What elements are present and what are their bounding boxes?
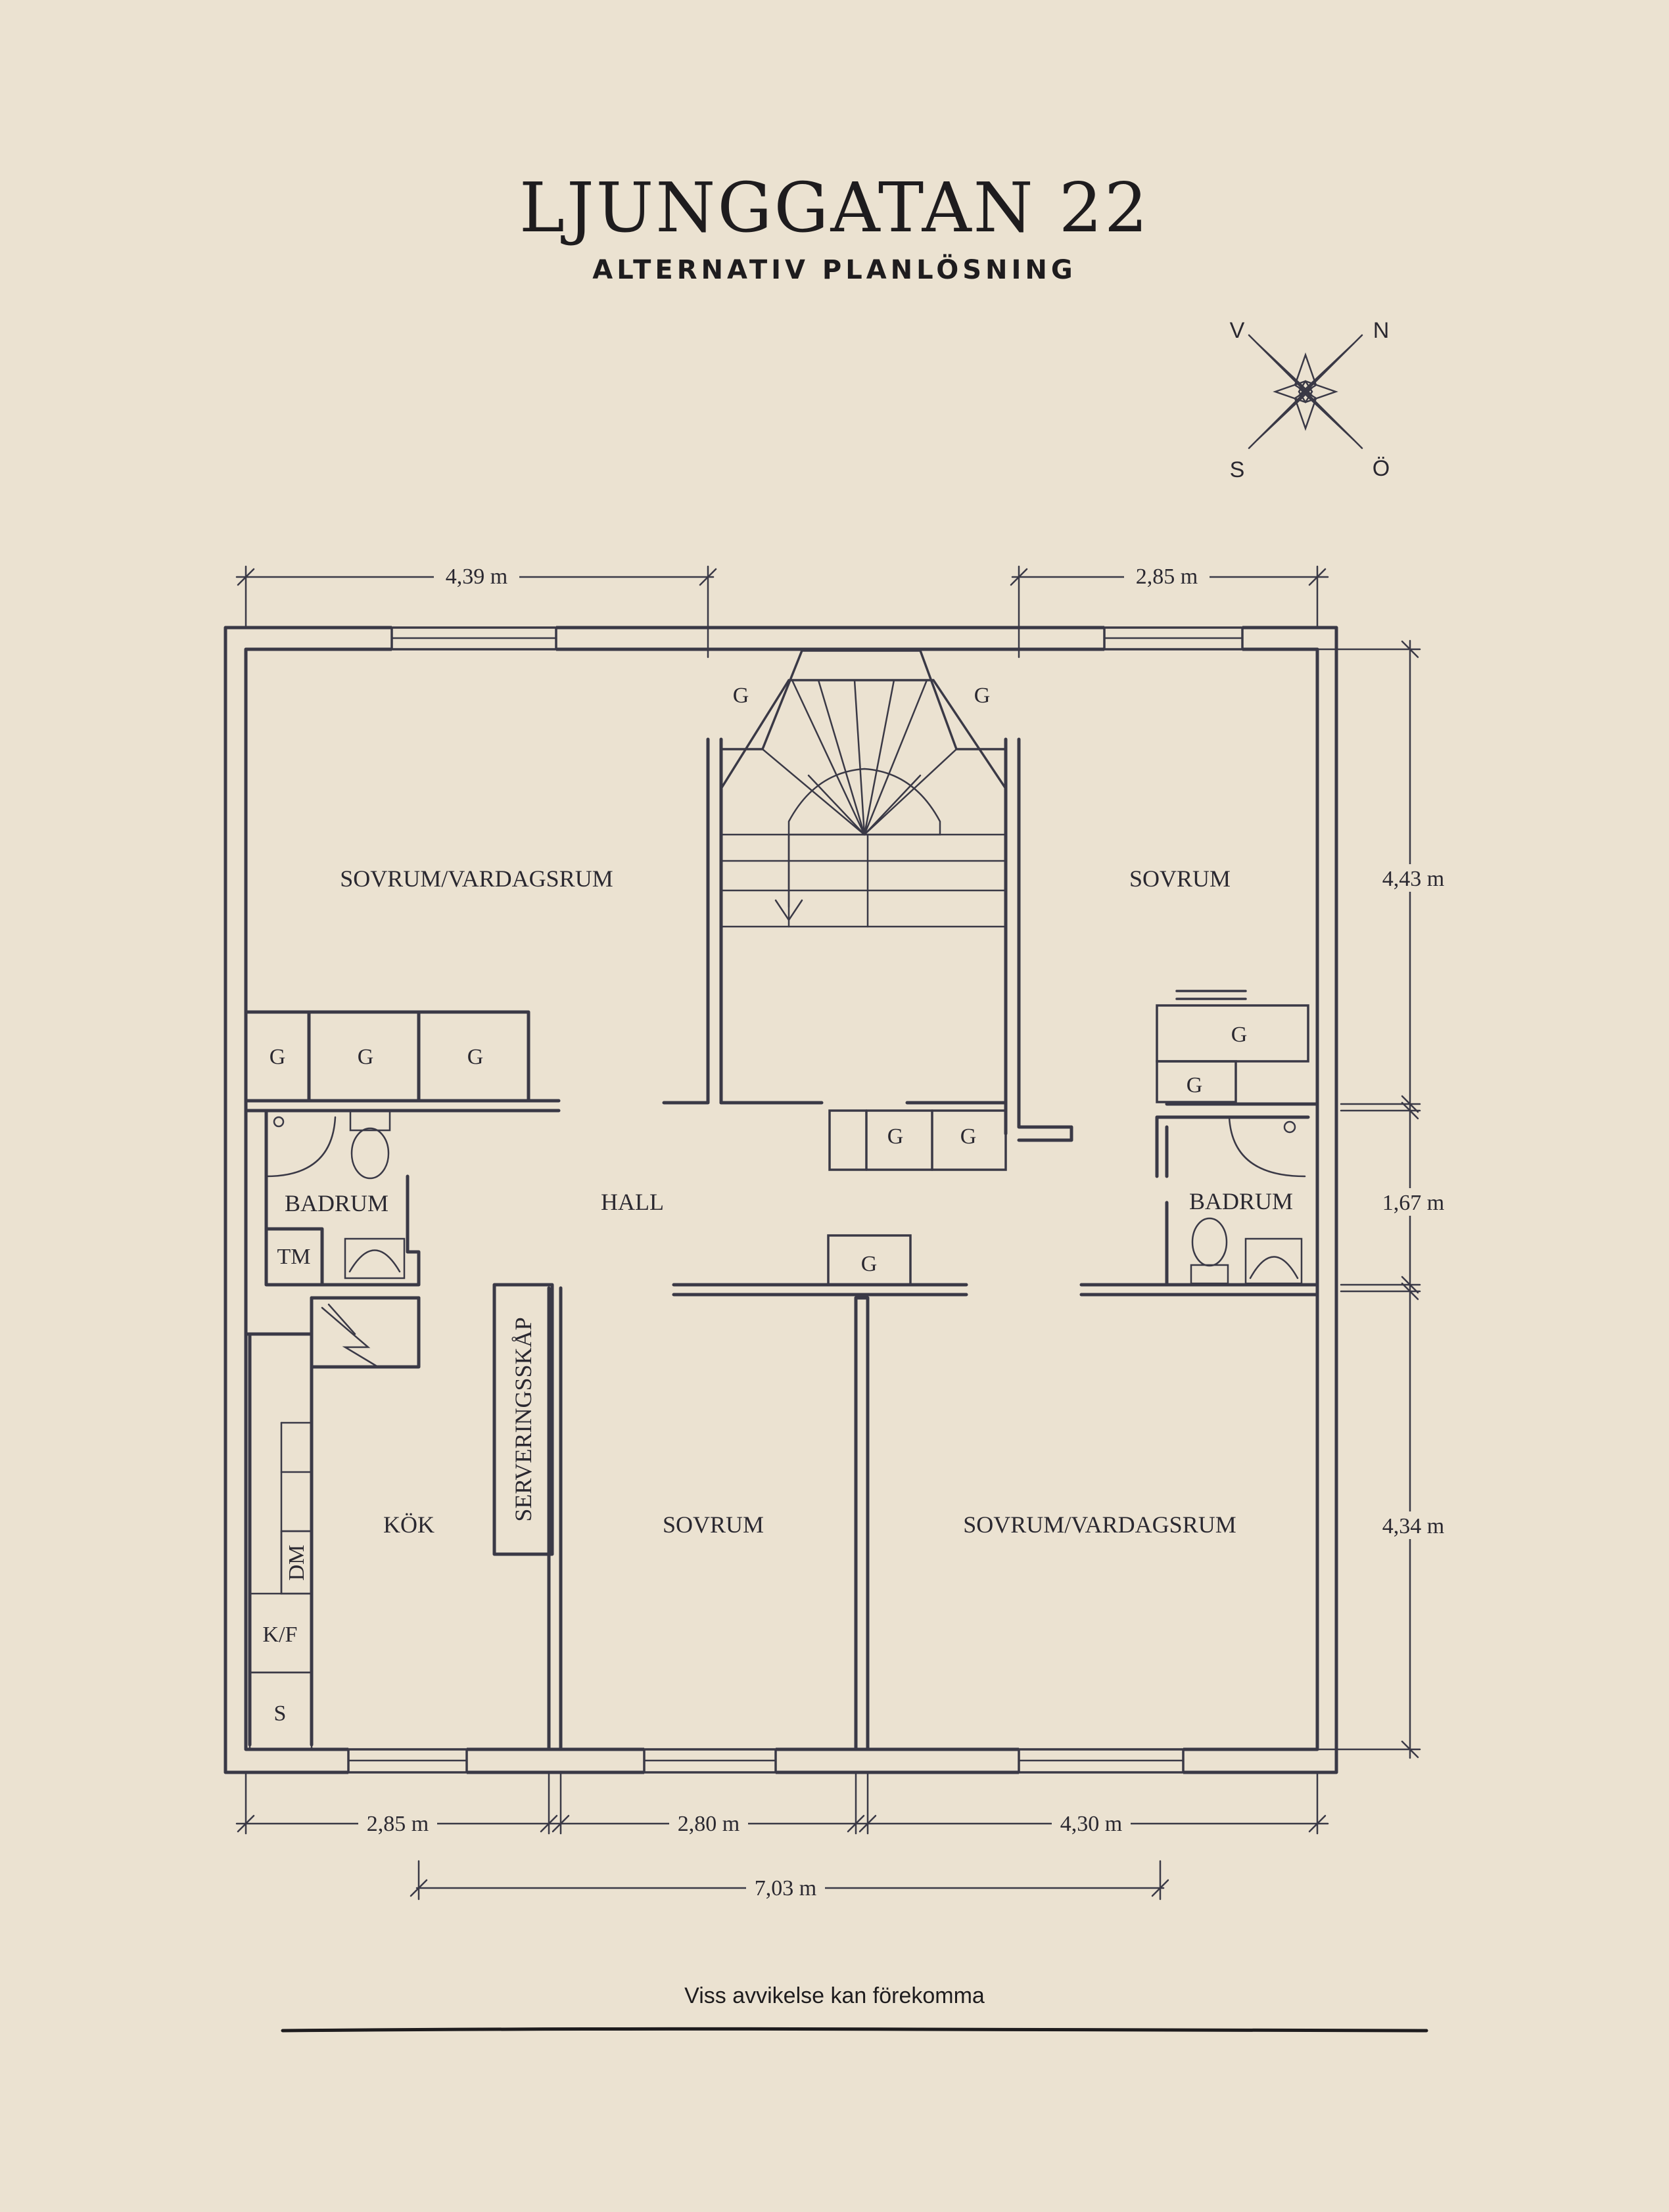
windows [347, 624, 1244, 1774]
dimension-top-right: 2,85 m [1136, 565, 1198, 589]
decorative-brush-line [281, 2027, 1428, 2033]
wardrobe-label-left-3: G [467, 1045, 484, 1069]
fixture-label-kf: K/F [263, 1623, 298, 1647]
plan-subtitle: ALTERNATIV PLANLÖSNING [592, 255, 1077, 285]
label-serveringsskap: SERVERINGSSKÅP [510, 1317, 536, 1521]
wardrobes [827, 990, 1309, 1286]
wardrobe-label-stair-right: G [974, 683, 991, 708]
compass-north-label: N [1373, 318, 1390, 343]
dimension-right-middle: 1,67 m [1382, 1191, 1444, 1215]
serveringsskap-cabinet [492, 1283, 554, 1556]
wardrobe-label-left-2: G [358, 1045, 374, 1069]
compass-west-label: V [1230, 318, 1245, 343]
room-label-sovrum-bottom-middle: SOVRUM [663, 1511, 764, 1538]
fixture-label-s: S [274, 1701, 287, 1726]
fixture-label-tm: TM [277, 1245, 311, 1269]
dimension-bottom-middle: 2,80 m [678, 1812, 740, 1836]
dimension-top-left: 4,39 m [446, 565, 507, 589]
dimension-right-bottom: 4,34 m [1382, 1514, 1444, 1538]
outer-walls [223, 626, 1338, 1774]
room-label-sovrum-vardagsrum-top: SOVRUM/VARDAGSRUM [340, 865, 613, 892]
room-label-hall: HALL [601, 1189, 664, 1215]
wardrobe-label-stair-left: G [733, 683, 749, 708]
room-label-badrum-left: BADRUM [285, 1190, 388, 1216]
fixtures [248, 1109, 1306, 1751]
wardrobe-label-hall-2: G [960, 1124, 977, 1149]
dimension-bottom-left: 2,85 m [367, 1812, 429, 1836]
wardrobe-label-left-1: G [270, 1045, 286, 1069]
wardrobe-label-right-2: G [1187, 1073, 1203, 1097]
compass-south-label: S [1230, 457, 1245, 482]
staircase [720, 649, 1007, 928]
wardrobe-label-hall-3: G [861, 1252, 878, 1276]
dimension-bottom-right: 4,30 m [1060, 1812, 1122, 1836]
wardrobe-label-hall-1: G [887, 1124, 904, 1149]
wardrobe-label-right-1: G [1231, 1023, 1248, 1047]
room-label-kok: KÖK [383, 1511, 435, 1538]
plan-title: LJUNGGATAN 22 [519, 168, 1150, 248]
fixture-label-dm: DM [285, 1545, 309, 1581]
room-label-badrum-right: BADRUM [1189, 1188, 1293, 1214]
dimension-right-top: 4,43 m [1382, 867, 1444, 891]
compass-rose-icon: V N S Ö [1230, 318, 1390, 482]
disclaimer-note: Viss avvikelse kan förekomma [684, 1983, 985, 2008]
room-label-sovrum-top-right: SOVRUM [1129, 865, 1231, 892]
dimension-bottom-total: 7,03 m [755, 1876, 816, 1901]
interior-walls [244, 737, 1319, 1751]
room-label-sovrum-vardagsrum-bottom: SOVRUM/VARDAGSRUM [963, 1511, 1236, 1538]
compass-east-label: Ö [1373, 456, 1390, 481]
dimension-lines [235, 565, 1421, 1901]
